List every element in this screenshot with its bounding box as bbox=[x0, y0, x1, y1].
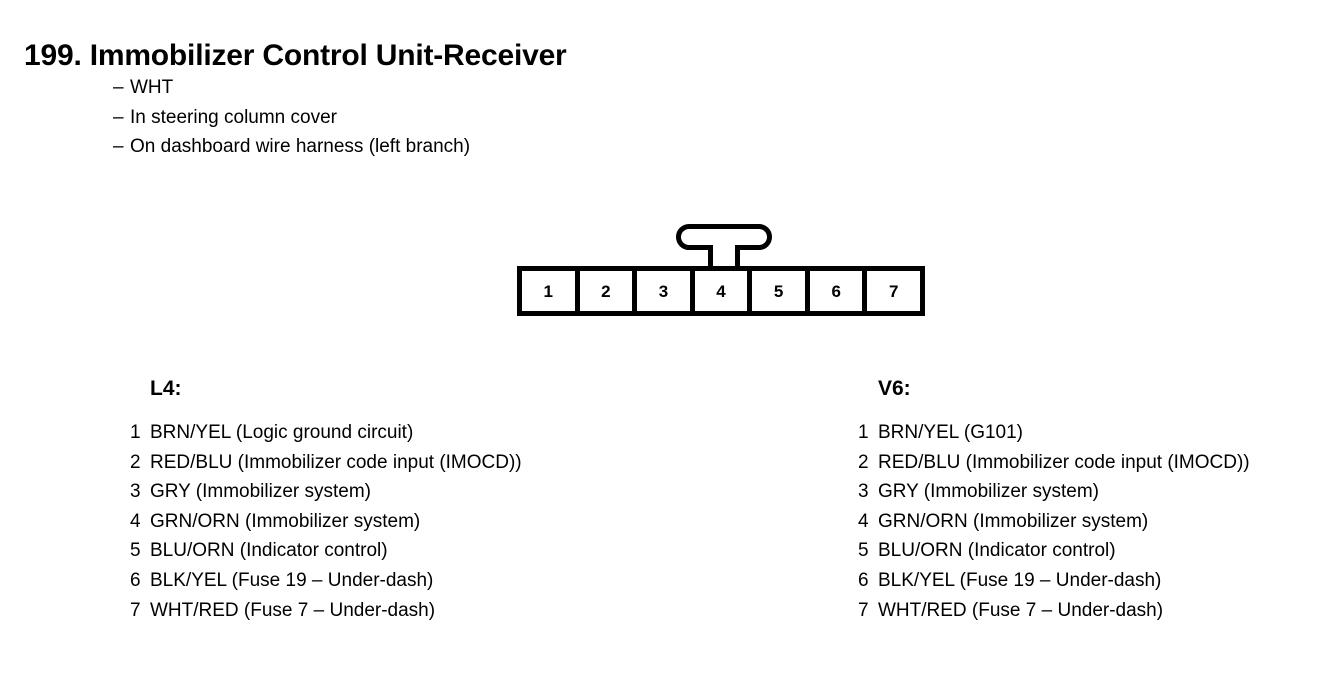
pinout-row-number: 2 bbox=[130, 451, 141, 473]
connector-pin-cell: 4 bbox=[695, 271, 753, 311]
connector-pin-cell: 6 bbox=[810, 271, 868, 311]
pinout-row-number: 1 bbox=[130, 422, 141, 443]
pinout-heading-v6: V6: bbox=[878, 377, 911, 400]
pinout-row-description: GRN/ORN (Immobilizer system) bbox=[878, 510, 1149, 532]
pinout-row-number: 6 bbox=[130, 569, 141, 591]
pinout-row-description: GRN/ORN (Immobilizer system) bbox=[150, 510, 421, 532]
pinout-row: 6 BLK/YEL (Fuse 19 – Under-dash) bbox=[130, 566, 522, 596]
connector-pin-cell: 5 bbox=[752, 271, 810, 311]
note-dash-icon: – bbox=[113, 106, 124, 128]
pinout-heading-l4: L4: bbox=[150, 377, 182, 400]
pinout-row: 1 BRN/YEL (G101) bbox=[858, 418, 1250, 448]
pinout-row-description: BRN/YEL (G101) bbox=[878, 422, 1024, 443]
pinout-row-number: 1 bbox=[858, 422, 869, 443]
pinout-row-number: 2 bbox=[858, 451, 869, 473]
pinout-row: 6 BLK/YEL (Fuse 19 – Under-dash) bbox=[858, 566, 1250, 596]
component-note-text: On dashboard wire harness (left branch) bbox=[130, 136, 471, 157]
pinout-row-number: 4 bbox=[858, 510, 869, 532]
pinout-row-number: 3 bbox=[858, 481, 869, 503]
component-notes-list: –WHT –In steering column cover –On dashb… bbox=[113, 73, 470, 162]
connector-diagram: 1 2 3 4 5 6 7 bbox=[517, 224, 925, 316]
pinout-row-description: BLK/YEL (Fuse 19 – Under-dash) bbox=[878, 569, 1162, 591]
pinout-row-number: 3 bbox=[130, 481, 141, 503]
pinout-row: 1 BRN/YEL (Logic ground circuit) bbox=[130, 418, 522, 448]
connector-pin-number: 5 bbox=[773, 281, 784, 301]
component-note-text: In steering column cover bbox=[130, 106, 337, 128]
connector-pin-number: 4 bbox=[716, 281, 726, 301]
latch-neck-left bbox=[708, 245, 713, 268]
pinout-row: 4 GRN/ORN (Immobilizer system) bbox=[858, 507, 1250, 537]
pinout-row-description: BLK/YEL (Fuse 19 – Under-dash) bbox=[150, 569, 434, 591]
component-note: –In steering column cover bbox=[113, 103, 470, 133]
connector-pin-cell: 7 bbox=[867, 271, 920, 311]
note-dash-icon: – bbox=[113, 136, 124, 157]
connector-pin-number: 2 bbox=[601, 281, 611, 301]
connector-pin-cell: 3 bbox=[637, 271, 695, 311]
pinout-row: 7 WHT/RED (Fuse 7 – Under-dash) bbox=[130, 596, 522, 626]
pinout-row-description: BLU/ORN (Indicator control) bbox=[878, 540, 1116, 562]
pinout-row-description: RED/BLU (Immobilizer code input (IMOCD)) bbox=[150, 451, 522, 473]
connector-latch-tab-icon bbox=[676, 224, 772, 268]
connector-pin-cell: 1 bbox=[522, 271, 580, 311]
pinout-row: 3 GRY (Immobilizer system) bbox=[130, 477, 522, 507]
connector-pin-number: 3 bbox=[658, 281, 669, 301]
pinout-row: 2 RED/BLU (Immobilizer code input (IMOCD… bbox=[858, 448, 1250, 478]
connector-pin-cell: 2 bbox=[580, 271, 638, 311]
pinout-row-number: 4 bbox=[130, 510, 141, 532]
component-note: –On dashboard wire harness (left branch) bbox=[113, 132, 470, 162]
pinout-row: 5 BLU/ORN (Indicator control) bbox=[858, 536, 1250, 566]
pinout-row: 4 GRN/ORN (Immobilizer system) bbox=[130, 507, 522, 537]
connector-body: 1 2 3 4 5 6 7 bbox=[517, 266, 925, 316]
pinout-row-number: 7 bbox=[130, 599, 141, 621]
pinout-row-number: 5 bbox=[858, 540, 869, 562]
pinout-row: 5 BLU/ORN (Indicator control) bbox=[130, 536, 522, 566]
pinout-column-v6: V6: 1 BRN/YEL (G101) 2 RED/BLU (Immobili… bbox=[858, 376, 1250, 625]
component-note-text: WHT bbox=[130, 77, 174, 98]
component-note: –WHT bbox=[113, 73, 470, 103]
connector-pin-number: 7 bbox=[889, 281, 899, 301]
pinout-row-description: BLU/ORN (Indicator control) bbox=[150, 540, 388, 562]
pinout-row-description: BRN/YEL (Logic ground circuit) bbox=[150, 422, 414, 443]
pinout-row-description: RED/BLU (Immobilizer code input (IMOCD)) bbox=[878, 451, 1250, 473]
pinout-column-l4: L4: 1 BRN/YEL (Logic ground circuit) 2 R… bbox=[130, 376, 522, 625]
pinout-row: 3 GRY (Immobilizer system) bbox=[858, 477, 1250, 507]
connector-pin-number: 6 bbox=[831, 281, 841, 301]
latch-opening bbox=[713, 245, 735, 251]
pinout-row-number: 5 bbox=[130, 540, 141, 562]
pinout-row-number: 7 bbox=[858, 599, 869, 621]
page-title: 199. Immobilizer Control Unit-Receiver bbox=[24, 39, 567, 73]
pinout-row-number: 6 bbox=[858, 569, 869, 591]
pinout-list-v6: 1 BRN/YEL (G101) 2 RED/BLU (Immobilizer … bbox=[858, 418, 1250, 625]
connector-pin-number: 1 bbox=[543, 281, 554, 301]
pinout-row: 7 WHT/RED (Fuse 7 – Under-dash) bbox=[858, 596, 1250, 626]
pinout-row-description: WHT/RED (Fuse 7 – Under-dash) bbox=[150, 599, 436, 621]
latch-neck-right bbox=[735, 245, 740, 268]
note-dash-icon: – bbox=[113, 77, 124, 98]
pinout-row-description: GRY (Immobilizer system) bbox=[878, 481, 1099, 503]
pinout-row-description: GRY (Immobilizer system) bbox=[150, 481, 371, 503]
pinout-row-description: WHT/RED (Fuse 7 – Under-dash) bbox=[878, 599, 1164, 621]
pinout-list-l4: 1 BRN/YEL (Logic ground circuit) 2 RED/B… bbox=[130, 418, 522, 625]
pinout-row: 2 RED/BLU (Immobilizer code input (IMOCD… bbox=[130, 448, 522, 478]
